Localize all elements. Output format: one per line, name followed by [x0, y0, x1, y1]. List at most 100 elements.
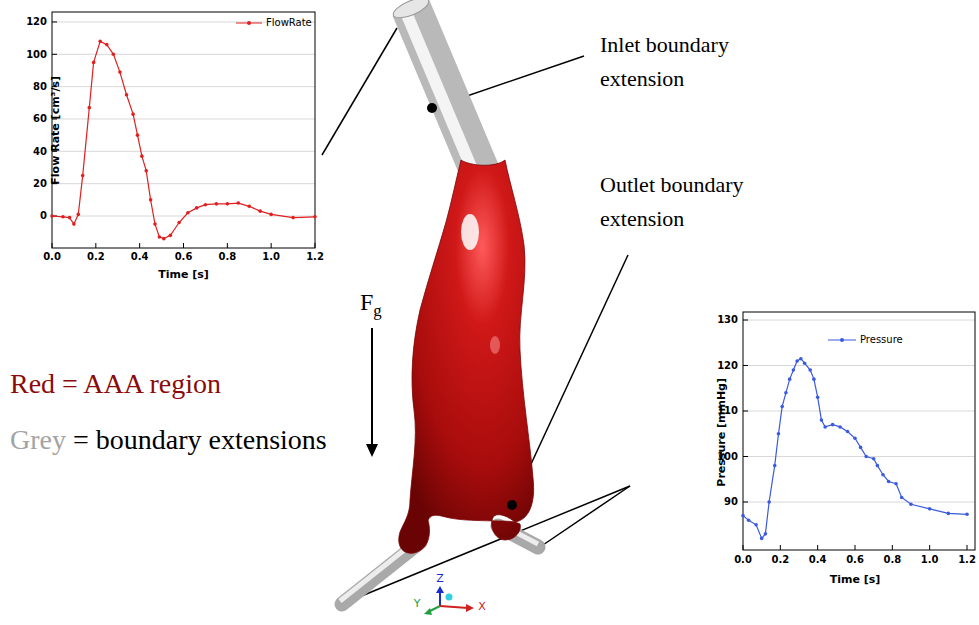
tick-label: 0.4	[131, 251, 149, 263]
chart-stroke	[743, 365, 748, 366]
data-point	[313, 215, 317, 219]
data-point	[894, 482, 898, 486]
data-point	[799, 357, 803, 361]
pressure-chart	[741, 312, 975, 550]
data-point	[247, 204, 251, 208]
data-point	[780, 405, 784, 409]
data-point	[61, 215, 65, 219]
data-point	[741, 514, 745, 518]
data-point	[112, 53, 116, 57]
axis-title: Pressure [mmHg]	[716, 378, 729, 487]
highlight	[490, 336, 500, 354]
data-point	[764, 532, 768, 536]
tick-label: 80	[33, 81, 47, 93]
data-point	[846, 430, 850, 434]
data-point	[177, 221, 181, 225]
tick-label: 1.2	[306, 251, 324, 263]
data-point	[767, 500, 771, 504]
chart-stroke	[183, 243, 184, 248]
data-point	[928, 507, 932, 511]
data-point	[92, 61, 96, 65]
data-point	[773, 464, 777, 468]
data-point	[136, 133, 140, 137]
data-point	[795, 359, 799, 363]
data-point	[803, 361, 807, 365]
data-point	[118, 70, 122, 74]
data-point	[887, 480, 891, 484]
data-point	[131, 112, 135, 116]
tick-label: 90	[724, 496, 738, 508]
tick-label: 1.2	[958, 554, 976, 566]
data-point	[838, 425, 842, 429]
chart-stroke	[743, 365, 975, 366]
tick-label: 1.0	[921, 554, 939, 566]
colored-word: Grey	[10, 424, 66, 455]
legend-label: FlowRate	[266, 17, 312, 29]
tick-label: 120	[26, 16, 47, 28]
chart-stroke	[967, 545, 968, 550]
colored-word: Red	[10, 368, 55, 399]
data-point	[876, 464, 880, 468]
chart-stroke	[817, 545, 818, 550]
data-point	[784, 391, 788, 395]
chart-stroke	[743, 502, 748, 503]
data-point	[831, 423, 835, 427]
chart-stroke	[52, 118, 315, 119]
leader-dot	[507, 500, 517, 510]
chart-stroke	[52, 216, 315, 217]
tick-label: 110	[717, 405, 738, 417]
data-point	[900, 496, 904, 500]
data-point	[788, 377, 792, 381]
data-curve	[743, 359, 967, 539]
subscript: g	[373, 301, 381, 320]
chart-stroke	[743, 456, 975, 457]
data-point	[853, 437, 857, 441]
data-point	[162, 237, 166, 241]
key-label: Red = AAA region	[10, 366, 221, 401]
chart-stroke	[139, 243, 140, 248]
data-point	[859, 446, 863, 450]
tick-label: 0.0	[734, 554, 752, 566]
data-point	[269, 213, 273, 217]
gravity-arrow	[366, 328, 378, 457]
chart-stroke	[855, 545, 856, 550]
chart-stroke	[743, 456, 748, 457]
chart-stroke	[743, 320, 748, 321]
callout-label: Inlet boundary extension	[600, 28, 760, 96]
aaa-region	[399, 160, 534, 553]
axis-letter: Y	[414, 598, 421, 611]
data-point	[747, 518, 751, 522]
tick-label: 100	[26, 49, 47, 61]
data-point	[77, 213, 81, 217]
data-point	[808, 368, 812, 372]
data-point	[158, 235, 162, 239]
data-point	[754, 523, 758, 527]
data-point	[236, 201, 240, 205]
chart-stroke	[52, 151, 315, 152]
leader-dot	[427, 103, 437, 113]
tick-label: 0.0	[43, 251, 61, 263]
chart-stroke	[743, 502, 975, 503]
data-point	[50, 214, 54, 218]
data-point	[144, 169, 148, 173]
axis-title: Time [s]	[158, 269, 209, 282]
data-point	[169, 234, 173, 238]
data-point	[226, 202, 230, 206]
legend-label: Pressure	[860, 334, 903, 346]
chart-stroke	[271, 243, 272, 248]
tick-label: 0.6	[846, 554, 864, 566]
data-point	[153, 222, 157, 226]
data-point	[812, 377, 816, 381]
chart-stroke	[743, 320, 975, 321]
data-point	[777, 432, 781, 436]
force-label: Fg	[360, 289, 382, 320]
chart-stroke	[227, 243, 228, 248]
data-point	[204, 203, 208, 207]
chart-stroke	[52, 21, 57, 22]
data-point	[291, 216, 295, 220]
data-point	[140, 154, 144, 158]
tick-label: 0.2	[771, 554, 789, 566]
data-point	[81, 174, 85, 178]
chart-stroke	[52, 183, 315, 184]
